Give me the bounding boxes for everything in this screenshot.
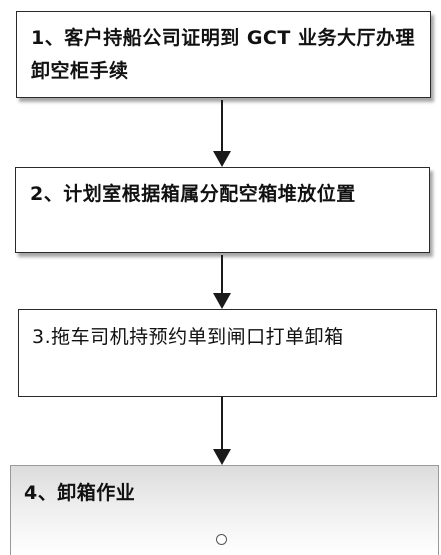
flow-step-3: 3.拖车司机持预约单到闸口打单卸箱: [18, 309, 437, 397]
flow-step-1: 1、客户持船公司证明到 GCT 业务大厅办理卸空柜手续: [16, 11, 431, 98]
flow-step-2: 2、计划室根据箱属分配空箱堆放位置: [15, 167, 430, 253]
flow-step-4-label: 4、卸箱作业: [24, 482, 136, 504]
flow-step-3-label: 3.拖车司机持预约单到闸口打单卸箱: [32, 326, 344, 348]
arrow-1-to-2: [213, 100, 231, 167]
arrow-2-to-3: [213, 255, 231, 309]
flow-step-1-label: 1、客户持船公司证明到 GCT 业务大厅办理卸空柜手续: [31, 27, 415, 82]
flow-step-2-label: 2、计划室根据箱属分配空箱堆放位置: [30, 183, 356, 205]
arrow-3-to-4: [213, 397, 231, 465]
connector-handle[interactable]: [216, 534, 227, 545]
